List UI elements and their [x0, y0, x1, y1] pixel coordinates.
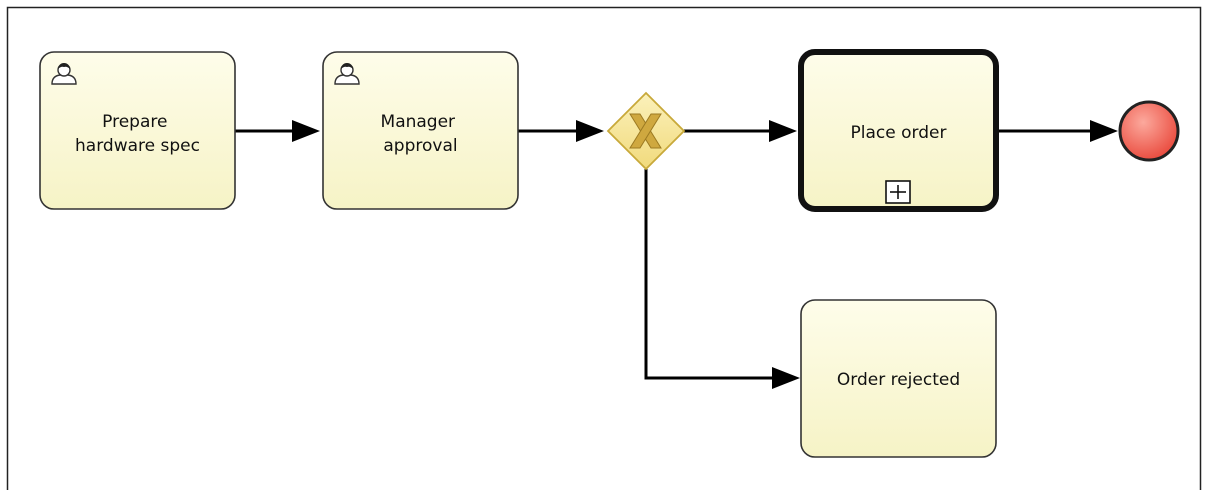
end-event[interactable]: [1118, 100, 1180, 162]
task-order-rejected[interactable]: Order rejected: [800, 299, 997, 458]
task-label-line: Manager: [381, 112, 456, 132]
canvas-border: [6, 6, 1202, 490]
flow-arrowhead: [576, 120, 604, 142]
expand-marker-icon[interactable]: [885, 180, 911, 204]
task-label-line: Prepare: [102, 112, 167, 132]
task-label: Prepare hardware spec: [75, 112, 200, 156]
task-label: Manager approval: [381, 112, 461, 156]
subprocess-place-order[interactable]: Place order: [798, 49, 999, 212]
task-label: Order rejected: [837, 370, 960, 390]
x-marker-icon: [629, 113, 662, 149]
exclusive-gateway[interactable]: [606, 91, 686, 171]
task-label: Place order: [851, 123, 947, 143]
flow-arrowhead: [772, 367, 800, 389]
flow-arrowhead: [292, 120, 320, 142]
flow-arrowhead: [1090, 120, 1118, 142]
user-icon: [51, 63, 77, 85]
task-prepare-hardware-spec[interactable]: Prepare hardware spec: [39, 51, 236, 210]
task-label-line: approval: [383, 136, 457, 156]
task-manager-approval[interactable]: Manager approval: [322, 51, 519, 210]
task-label-line: hardware spec: [75, 136, 200, 156]
user-icon: [334, 63, 360, 85]
sequence-flows: [235, 120, 1118, 389]
flow-arrowhead: [769, 120, 797, 142]
flow-gateway-to-rejected: [644, 169, 776, 380]
